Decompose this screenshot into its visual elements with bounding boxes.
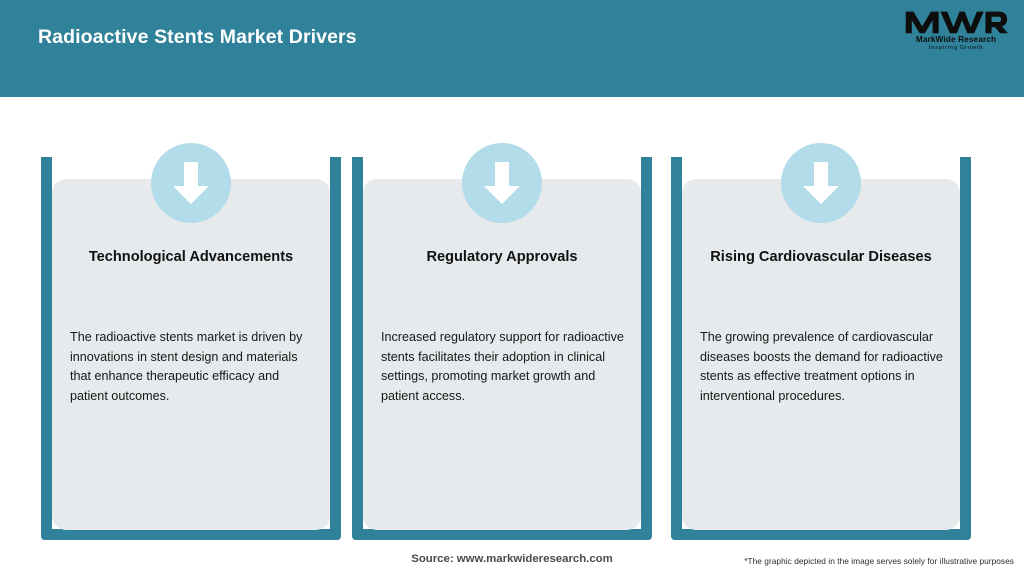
logo-company-name: MarkWide Research <box>915 35 997 44</box>
driver-cards-row: Technological Advancements The radioacti… <box>0 97 1024 546</box>
down-arrow-icon <box>151 143 231 223</box>
mwr-logomark-icon <box>905 11 1008 34</box>
down-arrow-icon <box>781 143 861 223</box>
down-arrow-icon <box>462 143 542 223</box>
card-panel <box>52 179 330 530</box>
header-bar: Radioactive Stents Market Drivers MarkWi… <box>0 0 1024 97</box>
card-frame-accent <box>41 157 341 540</box>
card-title: Technological Advancements <box>88 249 294 265</box>
page-title: Radioactive Stents Market Drivers <box>38 26 357 48</box>
disclaimer-note: *The graphic depicted in the image serve… <box>744 556 1014 566</box>
down-arrow-glyph <box>803 162 839 204</box>
card-body-text: The growing prevalence of cardiovascular… <box>700 330 943 403</box>
card-title: Rising Cardiovascular Diseases <box>710 249 932 265</box>
driver-card-2: Regulatory Approvals Increased regulator… <box>352 97 663 546</box>
card-panel <box>682 179 960 530</box>
card-body-text: The radioactive stents market is driven … <box>70 330 303 403</box>
card-panel <box>363 179 641 530</box>
card-frame-accent <box>352 157 652 540</box>
card-frame-accent <box>671 157 971 540</box>
logo-tagline: Inspiring Growth <box>928 45 984 52</box>
card-title: Regulatory Approvals <box>426 249 578 265</box>
brand-logo: MarkWide Research Inspiring Growth <box>902 9 1010 61</box>
driver-card-3: Rising Cardiovascular Diseases The growi… <box>671 97 982 546</box>
source-label: Source: www.markwideresearch.com <box>411 553 613 565</box>
down-arrow-glyph <box>173 162 209 204</box>
card-body-text: Increased regulatory support for radioac… <box>381 330 624 403</box>
driver-card-1: Technological Advancements The radioacti… <box>41 97 352 546</box>
down-arrow-glyph <box>484 162 520 204</box>
